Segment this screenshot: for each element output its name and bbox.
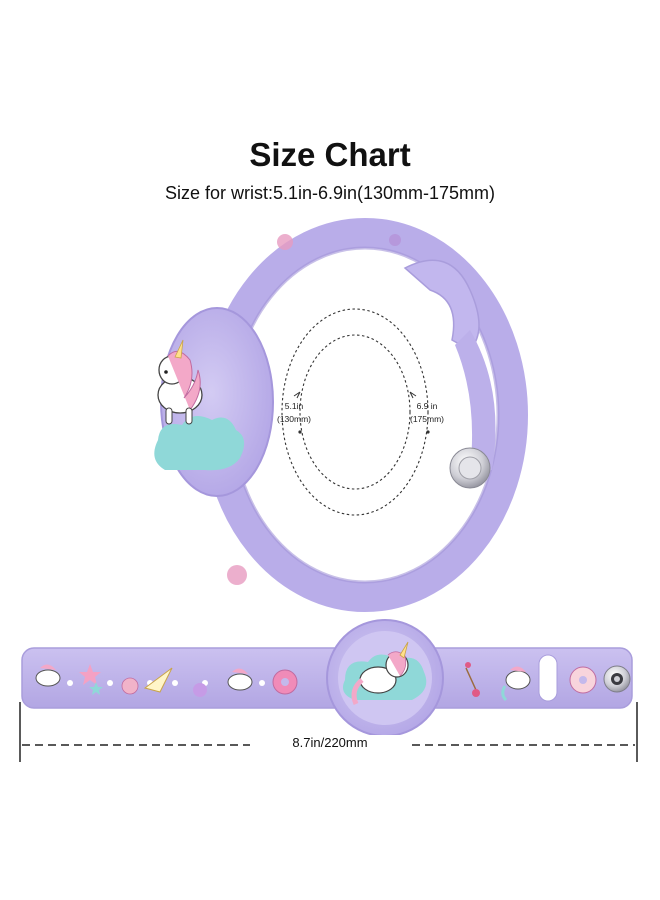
inner-size-mm: (130mm)	[276, 414, 311, 424]
unicorn-icon	[351, 641, 409, 705]
page-subtitle: Size for wrist:5.1in-6.9in(130mm-175mm)	[164, 183, 496, 203]
cupcake-print-icon	[121, 677, 139, 695]
strap-slot	[538, 654, 558, 702]
inner-size-label: 5.1in (130mm)	[269, 400, 319, 426]
page-title: Size Chart	[249, 136, 411, 173]
star-print-icon	[79, 664, 101, 685]
flat-band	[21, 619, 633, 737]
rocket-print-icon	[193, 683, 207, 697]
outer-size-circle	[281, 308, 429, 516]
inner-size-in: 5.1in	[284, 401, 304, 411]
unicorn-print-icon	[501, 666, 531, 702]
strap-hole	[172, 680, 178, 686]
strap-hole	[107, 680, 113, 686]
size-circles	[281, 308, 430, 516]
unicorn-print-icon	[227, 668, 253, 691]
cloud-icon	[154, 416, 245, 471]
unicorn-icon	[157, 339, 203, 425]
outer-size-mm: (175mm)	[409, 414, 444, 424]
length-dimension	[19, 702, 638, 762]
band-length-label: 8.7in/220mm	[250, 735, 410, 750]
strap-hole	[259, 680, 265, 686]
cherry-print-icon	[465, 667, 477, 691]
horn-print-icon	[143, 667, 173, 693]
unicorn-print-icon	[35, 664, 61, 687]
strap-hole	[67, 680, 73, 686]
outer-size-label: 6.9 in (175mm)	[402, 400, 452, 426]
outer-size-in: 6.9 in	[416, 401, 438, 411]
inner-size-circle	[299, 334, 411, 490]
wrapped-band	[154, 218, 528, 612]
